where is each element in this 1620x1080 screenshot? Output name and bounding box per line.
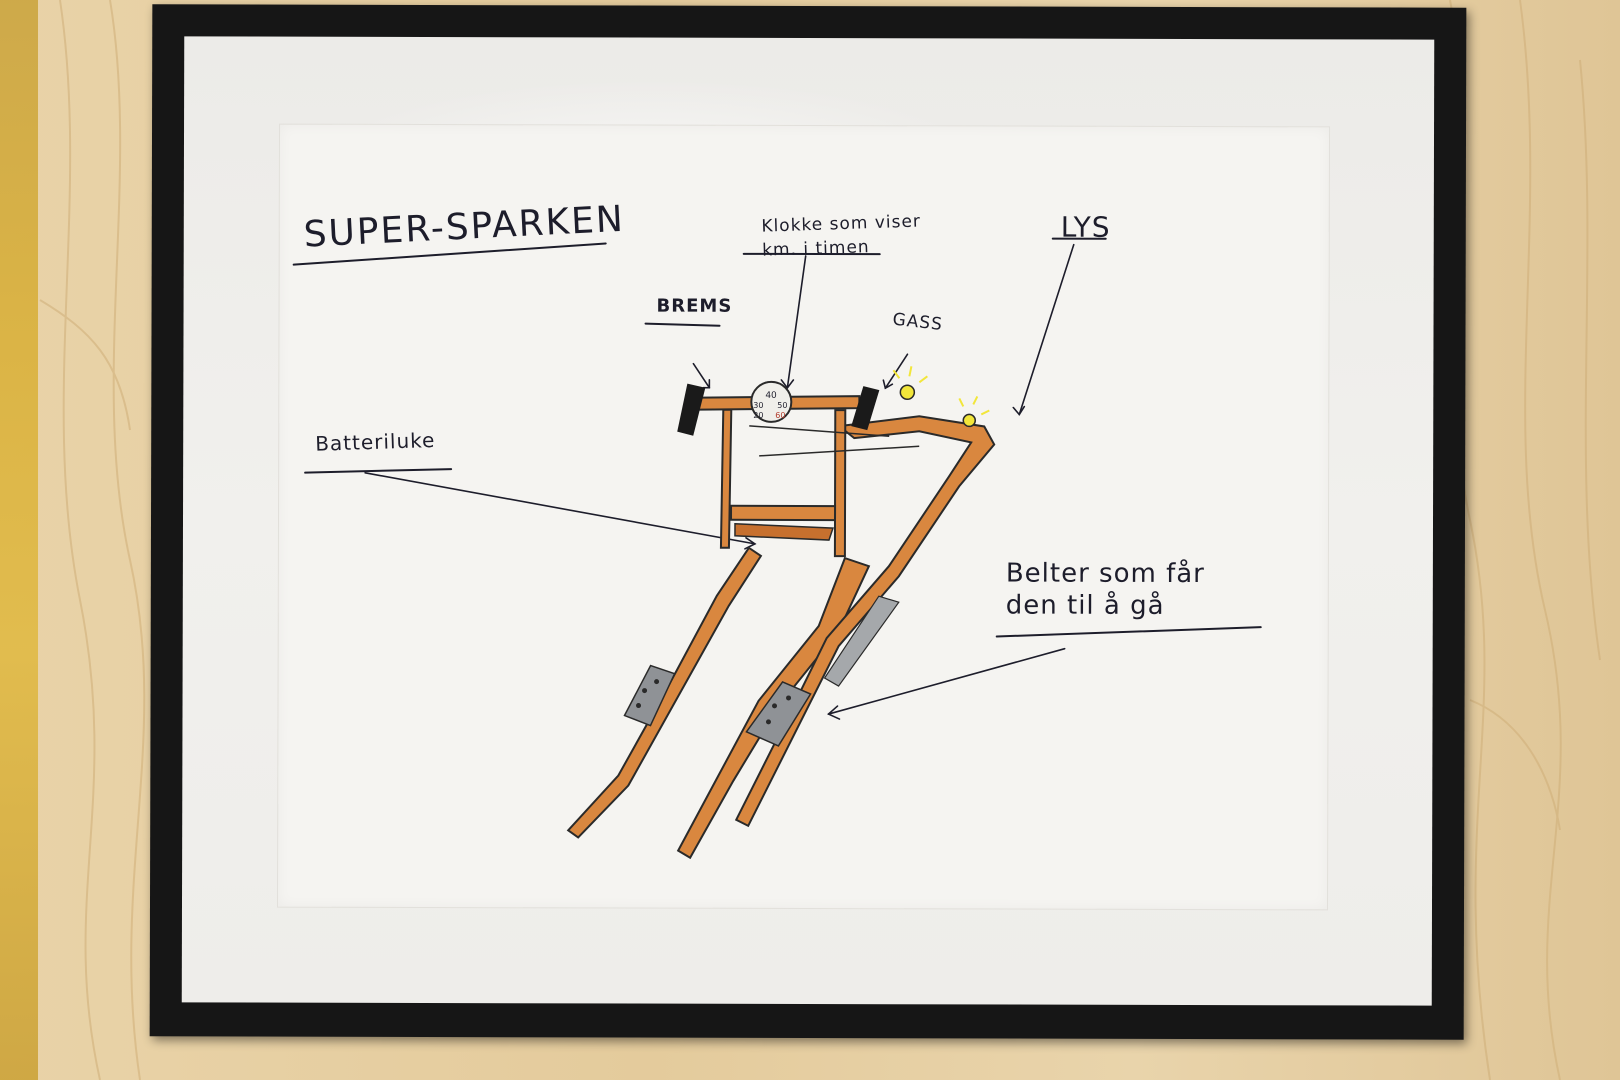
batteriluke-underline <box>304 468 453 474</box>
batteriluke-arrow <box>364 472 756 545</box>
brems-underline <box>644 322 721 327</box>
picture-frame: 40 30 50 20 60 SUPER-SPARKEN Klokke som … <box>149 4 1467 1040</box>
lys-arrow <box>1018 243 1075 416</box>
clock-label-line2: km. i timen <box>761 237 870 261</box>
yellow-wall-edge <box>0 0 38 1080</box>
speedometer-number: 60 <box>775 411 785 420</box>
brake-label: BREMS <box>656 295 733 317</box>
clock-label-line1: Klokke som viser <box>761 211 922 237</box>
brems-arrow <box>692 362 711 389</box>
speedometer-number: 40 <box>765 391 777 401</box>
tracks-label: Belter som får den til å gå <box>1006 558 1205 623</box>
tracks-label-line2: den til å gå <box>1005 590 1165 621</box>
clock-label: Klokke som viser km. i timen <box>761 210 922 263</box>
frame-mat: 40 30 50 20 60 SUPER-SPARKEN Klokke som … <box>181 36 1435 1006</box>
belter-underline <box>995 626 1262 638</box>
sled-body <box>566 366 996 860</box>
speedometer-number: 30 <box>753 401 763 410</box>
lights-label: LYS <box>1060 210 1111 244</box>
tracks-label-line1: Belter som får <box>1005 558 1205 590</box>
speedometer-number: 20 <box>753 411 763 420</box>
gass-arrow <box>884 353 909 390</box>
battery-hatch-label: Batteriluke <box>314 427 436 456</box>
belter-arrow <box>827 647 1066 715</box>
clock-arrow <box>786 255 807 389</box>
drawing-paper: 40 30 50 20 60 SUPER-SPARKEN Klokke som … <box>277 124 1330 910</box>
title-underline <box>292 242 607 266</box>
sled-drawing: 40 30 50 20 60 <box>292 237 1262 860</box>
speedometer-number: 50 <box>777 401 787 410</box>
